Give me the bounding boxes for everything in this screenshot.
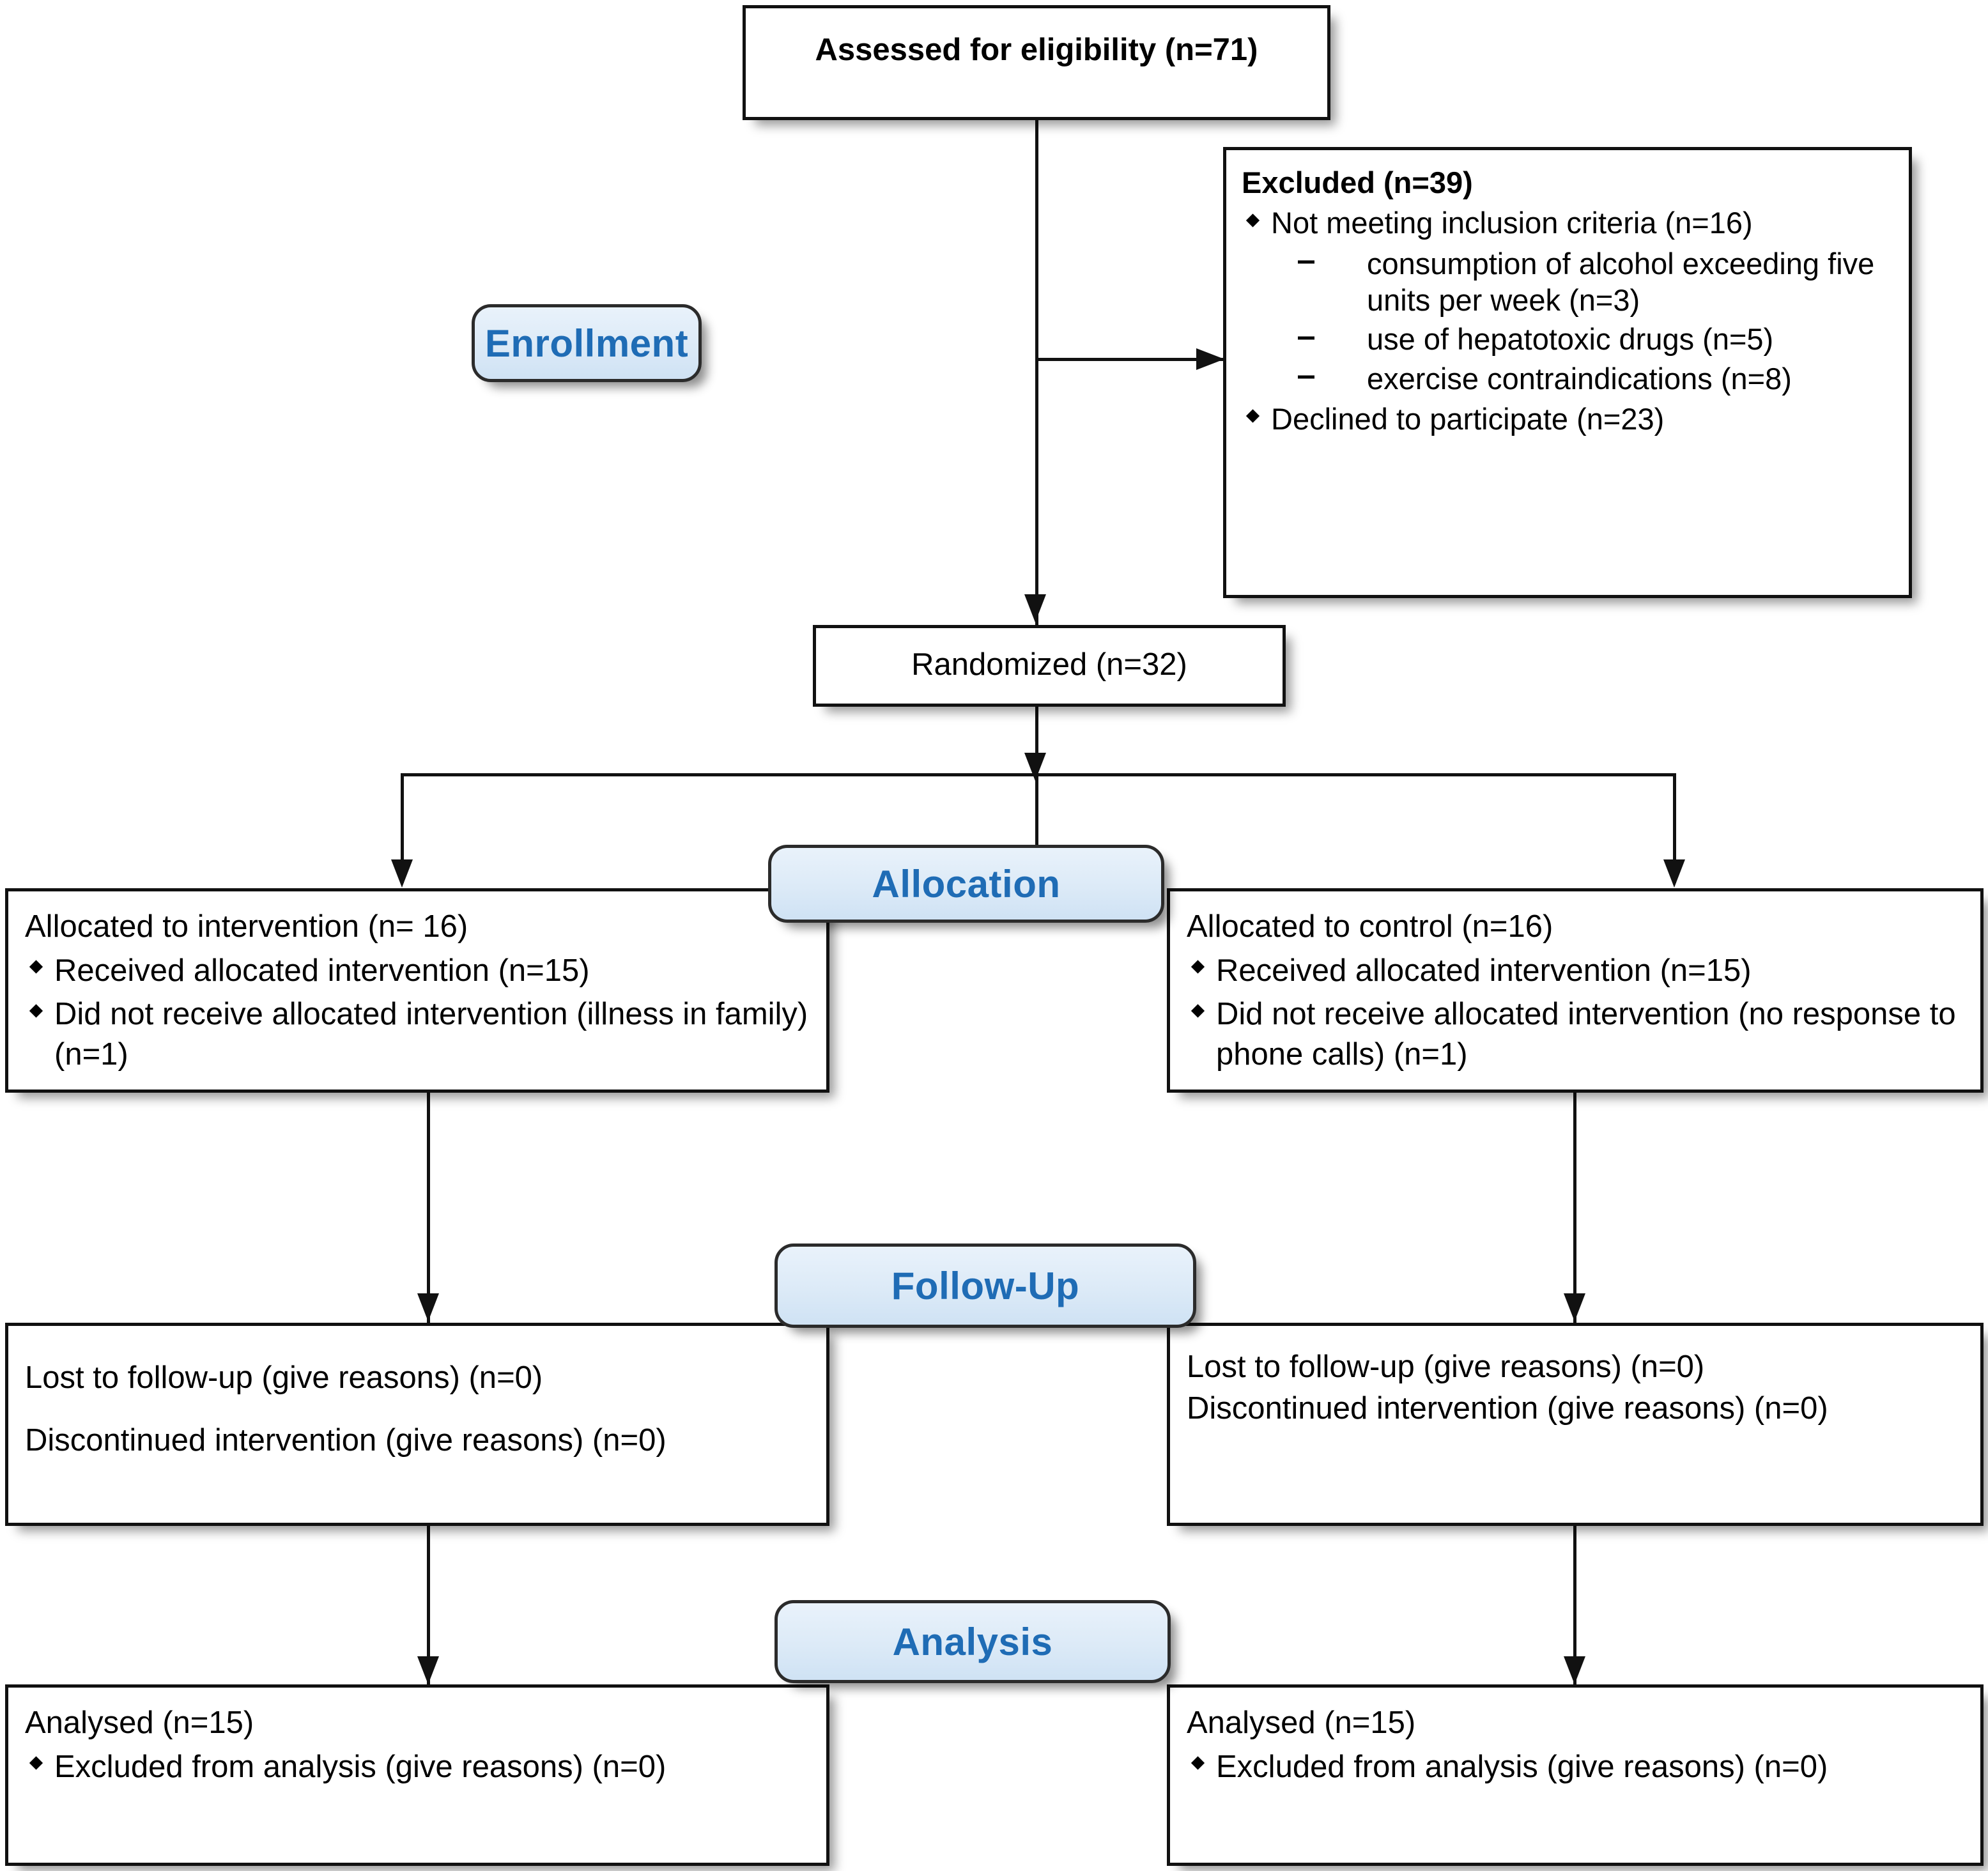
- analysis-left-list: Excluded from analysis (give reasons) (n…: [25, 1747, 810, 1787]
- allocation-right-list: Received allocated intervention (n=15) D…: [1187, 951, 1964, 1075]
- allocation-left-heading: Allocated to intervention (n= 16): [25, 909, 468, 944]
- allocation-right-box: Allocated to control (n=16) Received all…: [1167, 888, 1984, 1093]
- excluded-reason-label: Not meeting inclusion criteria (n=16): [1271, 206, 1753, 240]
- allocation-right-item-label: Did not receive allocated intervention (…: [1216, 997, 1956, 1072]
- diamond-bullet-icon: [1190, 1004, 1205, 1018]
- list-item: Did not receive allocated intervention (…: [25, 994, 810, 1074]
- arrow-split-left: [391, 859, 413, 888]
- stage-badge-analysis: Analysis: [774, 1600, 1171, 1683]
- stage-badge-followup-label: Follow-Up: [891, 1264, 1080, 1307]
- analysis-left-box: Analysed (n=15) Excluded from analysis (…: [5, 1684, 829, 1866]
- list-item: Did not receive allocated intervention (…: [1187, 994, 1964, 1074]
- followup-right-box: Lost to follow-up (give reasons) (n=0) D…: [1167, 1323, 1984, 1526]
- allocation-right-heading: Allocated to control (n=16): [1187, 909, 1553, 944]
- connector-split-right-drop: [1673, 773, 1676, 883]
- followup-left-discontinued-label: Discontinued intervention (give reasons)…: [25, 1423, 667, 1458]
- connector-assessed-to-excluded: [1035, 358, 1223, 361]
- arrow-followup-right-to-analysis: [1564, 1656, 1585, 1684]
- excluded-sub-reason-label: consumption of alcohol exceeding five un…: [1367, 246, 1875, 317]
- allocation-right-item-label: Received allocated intervention (n=15): [1216, 953, 1752, 988]
- assessed-for-eligibility-label: Assessed for eligibility (n=71): [815, 33, 1258, 67]
- arrow-allocation-left-to-followup: [417, 1293, 439, 1321]
- followup-left-box: Lost to follow-up (give reasons) (n=0) D…: [5, 1323, 829, 1526]
- analysis-left-item-label: Excluded from analysis (give reasons) (n…: [54, 1749, 667, 1784]
- excluded-reason-label: Declined to participate (n=23): [1271, 401, 1665, 436]
- analysis-left-heading: Analysed (n=15): [25, 1705, 254, 1740]
- stage-badge-allocation-label: Allocation: [872, 862, 1061, 905]
- diamond-bullet-icon: [1190, 1756, 1205, 1770]
- stage-badge-allocation: Allocation: [768, 845, 1164, 923]
- randomized-box: Randomized (n=32): [813, 625, 1286, 707]
- analysis-right-list: Excluded from analysis (give reasons) (n…: [1187, 1747, 1964, 1787]
- connector-followup-left-to-analysis: [427, 1526, 430, 1686]
- arrow-randomized-split: [1024, 753, 1046, 781]
- followup-right-lost-label: Lost to follow-up (give reasons) (n=0): [1187, 1350, 1705, 1384]
- arrow-assessed-to-randomized: [1024, 594, 1046, 622]
- stage-badge-enrollment: Enrollment: [472, 304, 702, 382]
- arrow-followup-left-to-analysis: [417, 1656, 439, 1684]
- analysis-right-heading: Analysed (n=15): [1187, 1705, 1416, 1740]
- connector-allocation-left-to-followup: [427, 1093, 430, 1323]
- excluded-sub-reason-list: consumption of alcohol exceeding five un…: [1271, 245, 1893, 397]
- diamond-bullet-icon: [29, 1756, 43, 1770]
- followup-right-discontinued-label: Discontinued intervention (give reasons)…: [1187, 1390, 1828, 1426]
- allocation-left-item-label: Did not receive allocated intervention (…: [54, 997, 808, 1072]
- excluded-sub-reason-label: use of hepatotoxic drugs (n=5): [1367, 322, 1774, 357]
- list-item: Excluded from analysis (give reasons) (n…: [1187, 1747, 1964, 1787]
- diamond-bullet-icon: [1245, 213, 1260, 227]
- dash-bullet-icon: [1298, 336, 1314, 340]
- connector-split-left-drop: [401, 773, 404, 883]
- excluded-reason-item: Not meeting inclusion criteria (n=16) co…: [1242, 204, 1893, 397]
- excluded-sub-reason-label: exercise contraindications (n=8): [1367, 361, 1792, 396]
- excluded-title: Excluded (n=39): [1242, 166, 1473, 199]
- excluded-sub-reason-item: use of hepatotoxic drugs (n=5): [1271, 321, 1893, 357]
- allocation-left-box: Allocated to intervention (n= 16) Receiv…: [5, 888, 829, 1093]
- followup-left-lost-label: Lost to follow-up (give reasons) (n=0): [25, 1360, 543, 1395]
- dash-bullet-icon: [1298, 375, 1314, 379]
- stage-badge-followup: Follow-Up: [774, 1243, 1196, 1328]
- list-item: Received allocated intervention (n=15): [25, 951, 810, 991]
- list-item: Excluded from analysis (give reasons) (n…: [25, 1747, 810, 1787]
- list-item: Received allocated intervention (n=15): [1187, 951, 1964, 991]
- excluded-box: Excluded (n=39) Not meeting inclusion cr…: [1223, 147, 1912, 598]
- connector-allocation-split-bar: [401, 773, 1676, 776]
- connector-allocation-right-to-followup: [1573, 1093, 1576, 1323]
- stage-badge-enrollment-label: Enrollment: [484, 321, 689, 365]
- stage-badge-analysis-label: Analysis: [892, 1620, 1053, 1663]
- randomized-label: Randomized (n=32): [911, 647, 1187, 682]
- excluded-sub-reason-item: consumption of alcohol exceeding five un…: [1271, 245, 1893, 319]
- dash-bullet-icon: [1298, 260, 1314, 264]
- excluded-reason-item: Declined to participate (n=23): [1242, 401, 1893, 437]
- diamond-bullet-icon: [1245, 409, 1260, 424]
- diamond-bullet-icon: [29, 1004, 43, 1018]
- analysis-right-box: Analysed (n=15) Excluded from analysis (…: [1167, 1684, 1984, 1866]
- arrow-assessed-to-excluded: [1196, 348, 1224, 370]
- excluded-sub-reason-item: exercise contraindications (n=8): [1271, 360, 1893, 397]
- diamond-bullet-icon: [29, 960, 43, 974]
- allocation-left-item-label: Received allocated intervention (n=15): [54, 953, 590, 988]
- arrow-allocation-right-to-followup: [1564, 1293, 1585, 1321]
- excluded-reason-list: Not meeting inclusion criteria (n=16) co…: [1242, 204, 1893, 437]
- diamond-bullet-icon: [1190, 960, 1205, 974]
- assessed-for-eligibility-box: Assessed for eligibility (n=71): [743, 5, 1330, 120]
- arrow-split-right: [1663, 859, 1685, 888]
- analysis-right-item-label: Excluded from analysis (give reasons) (n…: [1216, 1749, 1828, 1784]
- connector-followup-right-to-analysis: [1573, 1526, 1576, 1686]
- allocation-left-list: Received allocated intervention (n=15) D…: [25, 951, 810, 1075]
- connector-assessed-to-randomized: [1035, 120, 1038, 625]
